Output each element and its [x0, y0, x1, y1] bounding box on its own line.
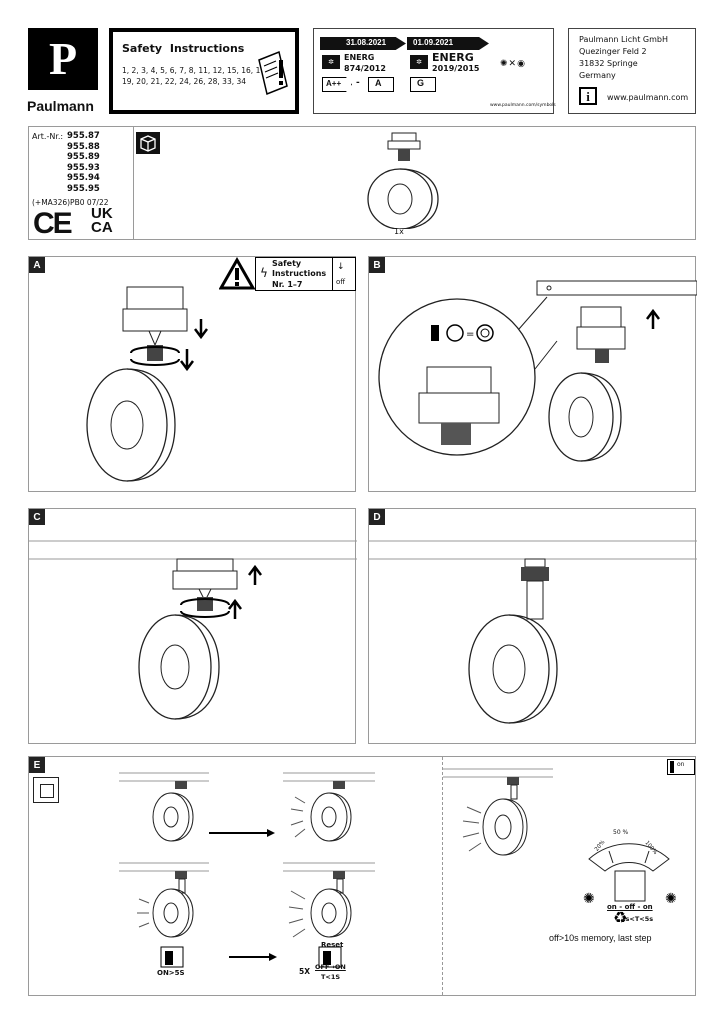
reset-time: T<1S	[321, 973, 341, 981]
class-dash: -	[356, 78, 360, 88]
ce-mark: CE	[33, 207, 73, 240]
class-from-badge: A++	[322, 77, 352, 92]
memory-note: off>10s memory, last step	[549, 933, 652, 943]
safety-pages-1: 1, 2, 3, 4, 5, 6, 7, 8, 11, 12, 15, 16, …	[122, 66, 266, 75]
step-b-illustration: =	[378, 280, 697, 462]
dashed-divider	[442, 757, 443, 995]
switch-on-info-icon: on	[667, 759, 695, 775]
spotlight-illustration	[367, 132, 439, 229]
step-e-label: E	[29, 757, 45, 773]
sequence-label: on - off - on	[607, 903, 653, 911]
package-icon	[136, 132, 160, 154]
step-d-illustration	[369, 540, 697, 724]
safety-pages-2: 19, 20, 21, 22, 24, 26, 28, 33, 34	[122, 77, 247, 86]
energy-word-new: ENERG	[432, 51, 474, 64]
safety-label-1: Safety	[272, 259, 302, 268]
warning-icon	[219, 257, 255, 290]
svg-text:♻: ♻	[613, 908, 627, 927]
step-d-label: D	[369, 509, 385, 525]
svg-text:=: =	[466, 329, 474, 340]
eu-flag-icon-2: ✲	[410, 55, 428, 69]
company-box: Paulmann Licht GmbH Quezinger Feld 2 318…	[568, 28, 696, 114]
memory-illustration: ✺ ✺ ♻	[443, 768, 677, 927]
switch-off-icon: ↓ off	[332, 258, 357, 290]
company-web[interactable]: www.paulmann.com	[607, 93, 689, 102]
class-new-badge: G	[410, 77, 436, 92]
article-code: (+MA326)PB0 07/22	[32, 198, 109, 207]
eu-flag-icon: ✲	[322, 55, 340, 69]
step-b-panel: B =	[368, 256, 697, 492]
safety-nr-label: Nr. 1–7	[272, 280, 303, 289]
svg-text:✺: ✺	[665, 891, 677, 907]
energy-word-old: ENERG	[344, 53, 375, 62]
safety-instructions-box: Safety Instructions 1, 2, 3, 4, 5, 6, 7,…	[109, 28, 299, 114]
article-list: Art.-Nr.:	[32, 131, 63, 142]
regulation-new: 2019/2015	[432, 64, 480, 73]
article-numbers: 955.87 955.88 955.89 955.93 955.94 955.9…	[67, 131, 100, 194]
paulmann-logo: P	[28, 28, 98, 90]
article-row: Art.-Nr.: 955.87 955.88 955.89 955.93 95…	[28, 126, 696, 240]
step-b-label: B	[369, 257, 385, 273]
reset-label: Reset	[321, 941, 344, 949]
dimming-sequence-illustration	[119, 772, 375, 968]
safety-title: Safety Instructions	[122, 42, 245, 55]
article-number: 955.89	[67, 152, 100, 162]
ukca-mark: UK CA	[91, 205, 113, 236]
step-a-label: A	[29, 257, 45, 273]
sequence-condition: 1s<T<5s	[621, 915, 654, 923]
article-prefix: Art.-Nr.:	[32, 132, 64, 141]
reset-count: 5X	[299, 967, 311, 976]
date-old-banner: 31.08.2021	[320, 37, 406, 50]
step-c-label: C	[29, 509, 45, 525]
dim-50-label: 50 %	[613, 829, 629, 836]
step-a-illustration	[86, 286, 208, 482]
step-c-panel: C	[28, 508, 357, 744]
info-icon: i	[579, 87, 597, 105]
company-street: Quezinger Feld 2	[579, 47, 647, 56]
logo-letter: P	[48, 33, 78, 84]
safety-label-2: Instructions	[272, 269, 327, 278]
article-number: 955.87	[67, 131, 100, 141]
class-to-badge: A	[368, 77, 394, 92]
switch-hand-icon	[33, 777, 59, 803]
energy-label-box: 31.08.2021 01.09.2021 ✲ ENERG 874/2012 ✲…	[313, 28, 556, 114]
article-number: 955.95	[67, 183, 100, 194]
article-number: 955.94	[67, 173, 100, 183]
symbols-icons: ✺✕◉	[500, 59, 526, 69]
step-e-panel: E	[28, 756, 696, 996]
svg-text:✺: ✺	[583, 891, 595, 907]
brand-name: Paulmann	[27, 98, 94, 114]
divider	[133, 127, 134, 239]
step-c-illustration	[29, 540, 357, 720]
on-duration-label: ON>5S	[157, 969, 185, 977]
company-name: Paulmann Licht GmbH	[579, 35, 668, 44]
company-city: 31832 Springe	[579, 59, 638, 68]
quantity-label: 1x	[394, 227, 404, 236]
safety-nr-box: ϟ Safety Instructions Nr. 1–7 ↓ off	[255, 257, 356, 291]
symbols-url: www.paulmann.com/symbols	[490, 103, 556, 108]
step-a-panel: A ϟ Safety Instructions Nr. 1–7 ↓ off	[28, 256, 356, 492]
reset-sequence: OFF→ON	[315, 963, 346, 971]
date-new-banner: 01.09.2021	[406, 37, 489, 50]
step-d-panel: D	[368, 508, 697, 744]
article-number: 955.93	[67, 162, 100, 173]
document-warning-icon	[258, 50, 288, 96]
company-country: Germany	[579, 71, 616, 80]
lightning-icon: ϟ	[260, 266, 268, 280]
article-number: 955.88	[67, 141, 100, 152]
regulation-old: 874/2012	[344, 64, 386, 73]
